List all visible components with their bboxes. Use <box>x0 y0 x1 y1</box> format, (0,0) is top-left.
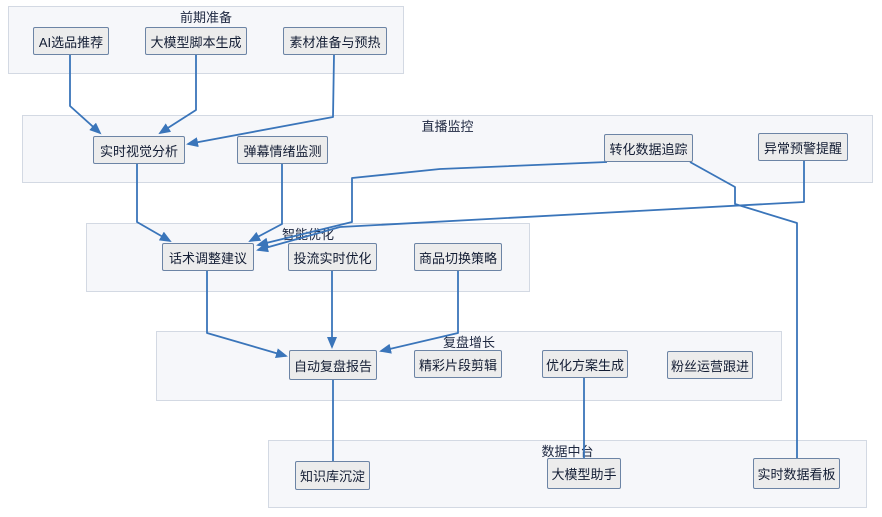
node-danmaku-sentiment: 弹幕情绪监测 <box>237 136 328 164</box>
node-ad-realtime-optimization: 投流实时优化 <box>288 243 377 271</box>
node-llm-assistant: 大模型助手 <box>547 458 621 489</box>
node-realtime-dashboard: 实时数据看板 <box>753 458 840 489</box>
node-product-switch-strategy: 商品切换策略 <box>414 243 502 271</box>
node-optimization-plan: 优化方案生成 <box>542 350 628 378</box>
node-auto-review-report: 自动复盘报告 <box>289 350 377 380</box>
group-label-review-growth: 复盘增长 <box>442 335 496 350</box>
node-script-adjustment: 话术调整建议 <box>162 243 254 271</box>
node-material-preparation: 素材准备与预热 <box>283 27 387 55</box>
node-ai-product-selection: AI选品推荐 <box>33 27 109 55</box>
group-label-preparation: 前期准备 <box>179 10 233 25</box>
node-realtime-visual-analysis: 实时视觉分析 <box>93 136 185 164</box>
node-knowledge-base: 知识库沉淀 <box>295 461 370 490</box>
node-conversion-tracking: 转化数据追踪 <box>604 134 693 162</box>
group-label-data-platform: 数据中台 <box>541 444 594 459</box>
node-anomaly-alert: 异常预警提醒 <box>758 133 848 161</box>
edge-conversion-tracking-to-realtime-dashboard <box>689 161 798 459</box>
node-highlight-clip-editing: 精彩片段剪辑 <box>414 350 502 378</box>
group-label-live-monitoring: 直播监控 <box>421 119 474 134</box>
node-fan-operation: 粉丝运营跟进 <box>667 351 753 379</box>
group-label-smart-optimization: 智能优化 <box>281 227 335 242</box>
node-llm-script-generation: 大模型脚本生成 <box>145 27 247 55</box>
